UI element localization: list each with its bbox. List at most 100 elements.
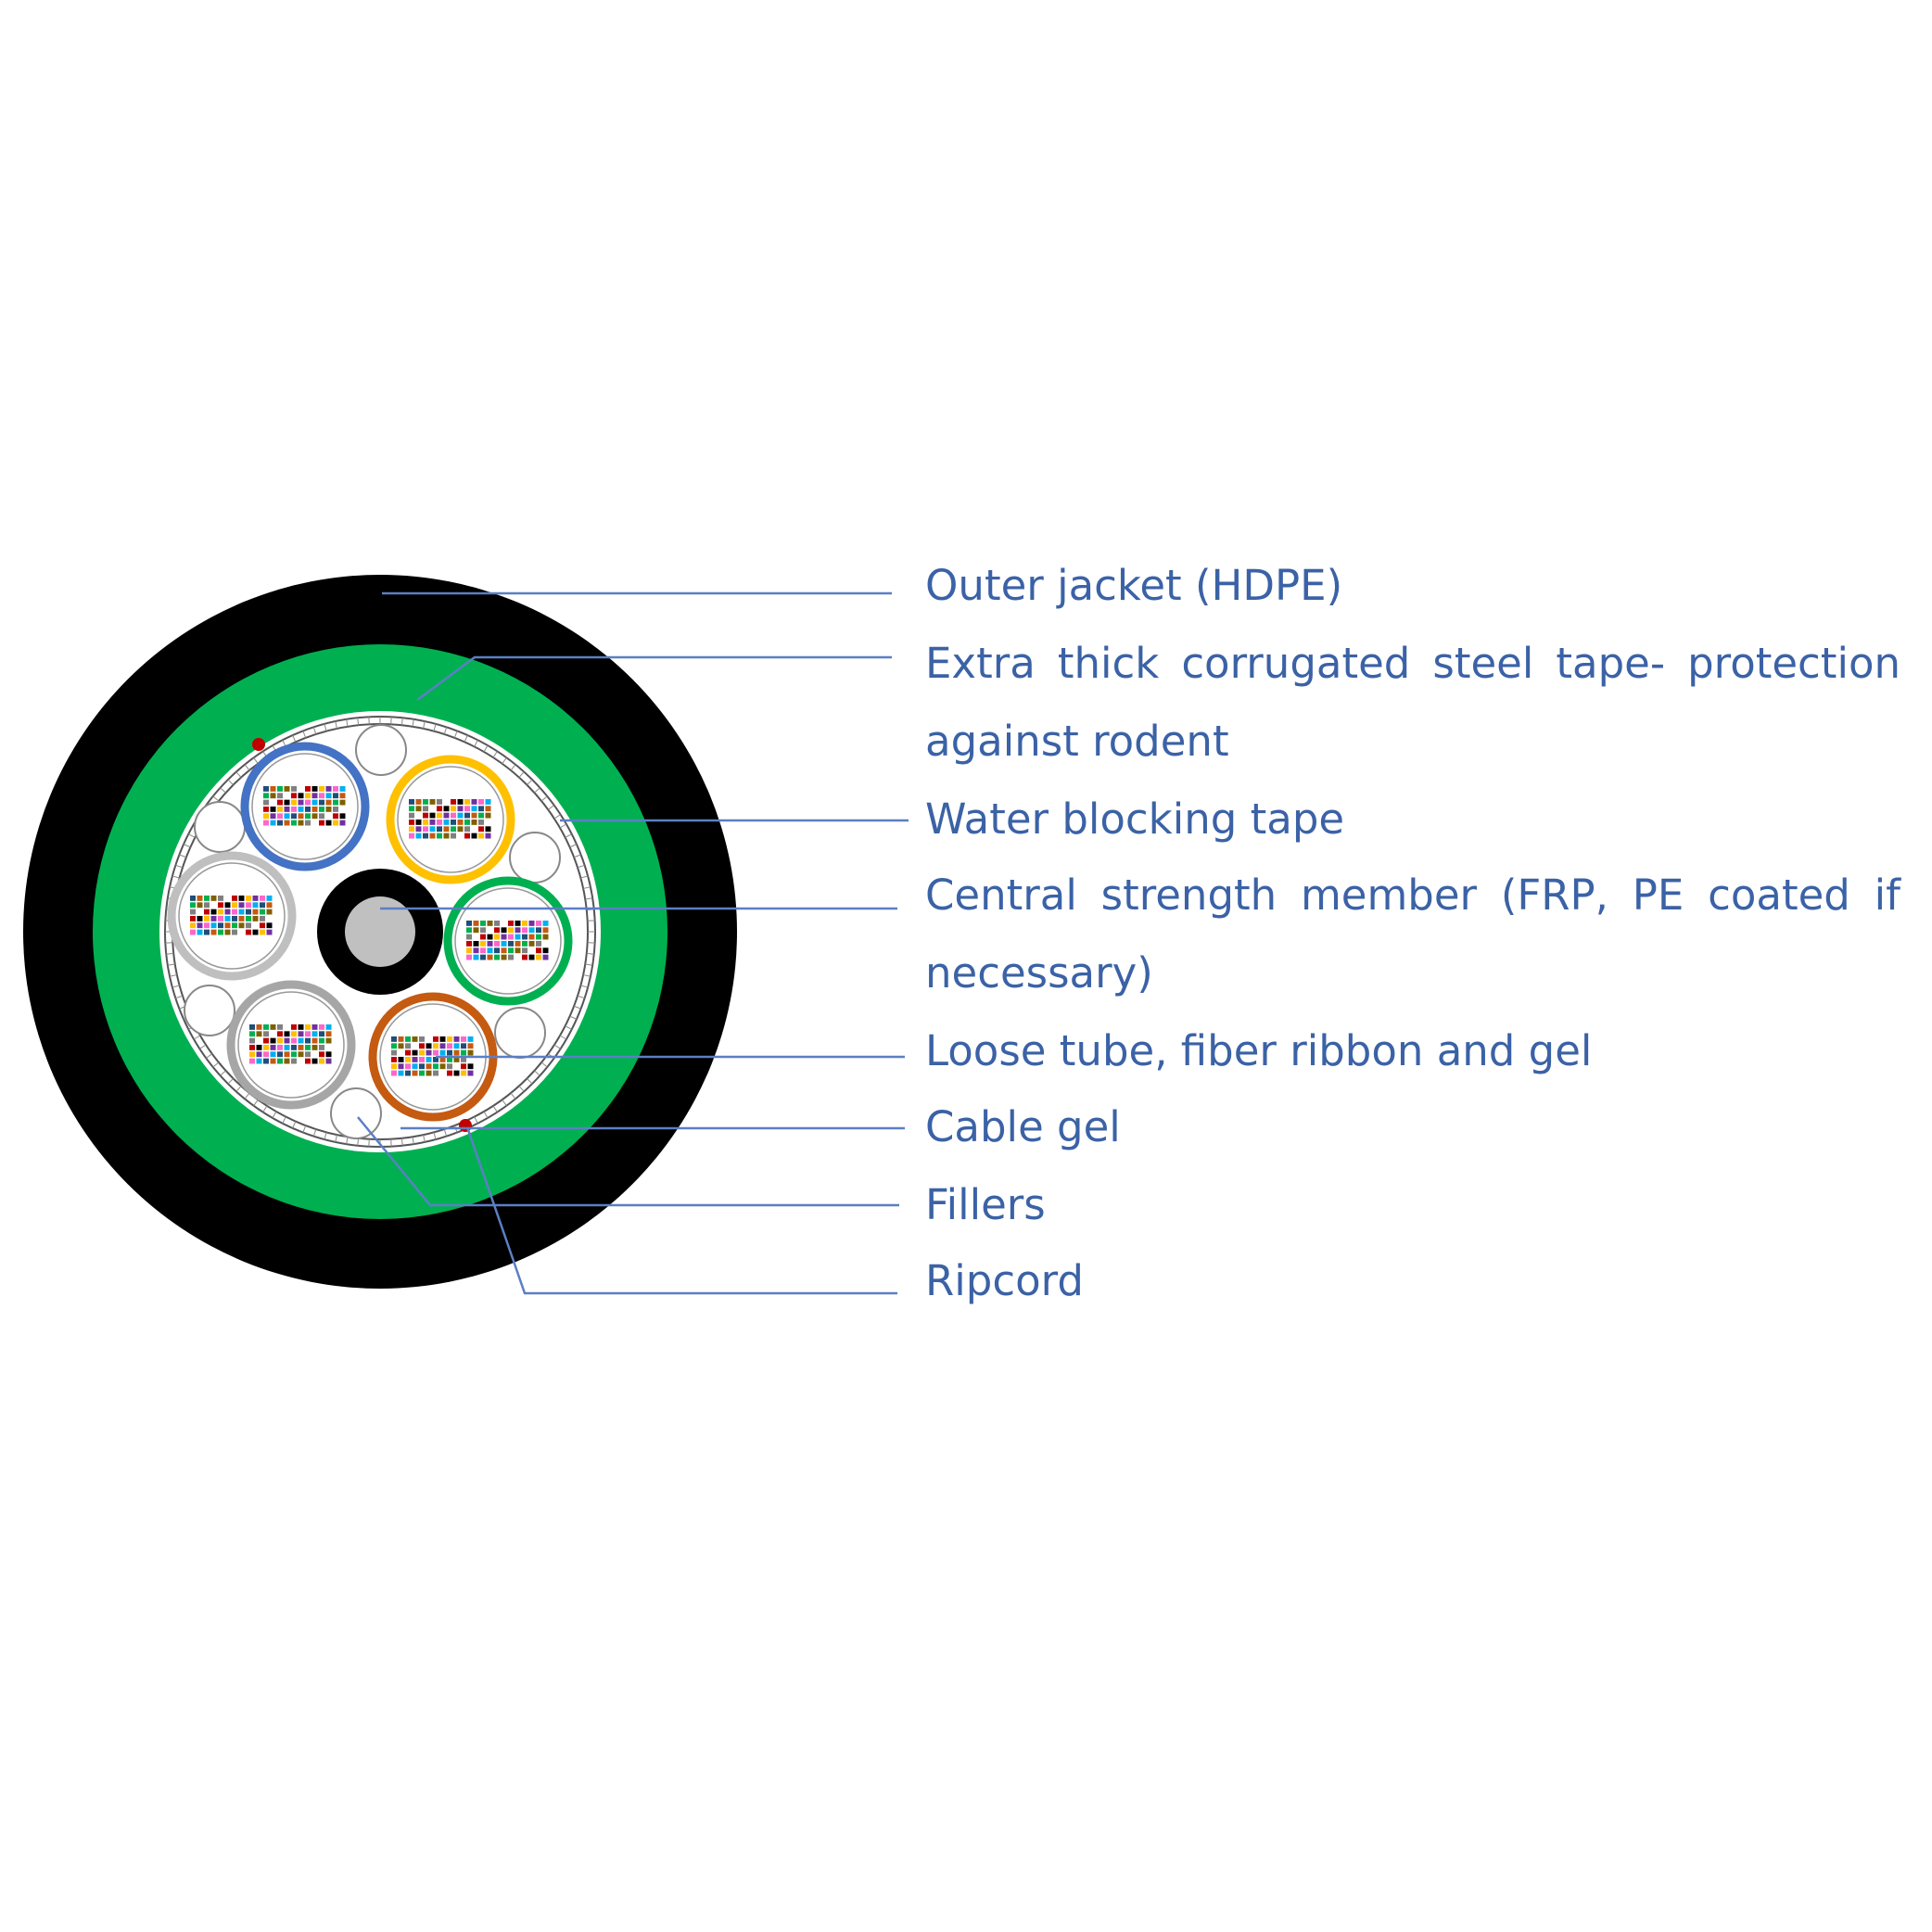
fiber	[487, 954, 493, 960]
gel-tick	[577, 995, 585, 999]
fiber	[480, 954, 486, 960]
gel-tick	[244, 764, 250, 771]
fiber	[426, 1043, 432, 1049]
gel-tick	[474, 1116, 478, 1124]
fiber	[439, 1049, 446, 1056]
fiber	[305, 793, 311, 799]
fiber	[238, 916, 245, 922]
fiber	[260, 896, 265, 901]
fiber-ribbon-stack	[249, 1024, 332, 1064]
fiber	[439, 1057, 446, 1062]
fiber	[190, 916, 196, 922]
fiber	[277, 807, 283, 812]
fiber	[325, 1058, 332, 1064]
fiber	[391, 1070, 397, 1076]
loose-tube-blue	[240, 742, 370, 871]
fiber	[305, 799, 311, 806]
fiber	[429, 833, 436, 839]
fiber	[405, 1070, 411, 1076]
fiber	[270, 1051, 276, 1058]
fiber	[461, 1043, 466, 1049]
fiber	[419, 1063, 425, 1070]
fiber	[284, 793, 290, 799]
gel-tick	[175, 864, 184, 869]
fiber	[256, 1037, 262, 1044]
fiber	[263, 813, 269, 820]
fiber	[305, 786, 311, 792]
gel-tick	[577, 864, 585, 869]
fiber	[260, 929, 265, 935]
fiber	[457, 826, 464, 833]
fiber	[319, 807, 324, 812]
fiber	[515, 927, 521, 934]
fiber	[453, 1070, 460, 1076]
fiber	[528, 954, 535, 960]
fiber	[266, 916, 273, 922]
fiber	[480, 927, 486, 934]
fiber	[325, 813, 332, 820]
fiber	[298, 1031, 304, 1037]
fiber	[480, 947, 486, 954]
fiber	[466, 954, 472, 960]
fiber	[398, 1063, 404, 1070]
fiber	[325, 1045, 332, 1050]
fiber	[210, 909, 217, 915]
gel-tick	[335, 720, 337, 729]
fiber	[439, 1063, 446, 1070]
fiber	[528, 927, 535, 934]
fiber	[291, 820, 297, 826]
fiber	[464, 820, 470, 825]
fiber	[333, 813, 338, 820]
fiber	[405, 1036, 411, 1042]
fiber	[277, 1037, 283, 1044]
fiber	[451, 799, 456, 805]
fiber	[232, 916, 237, 922]
fiber	[291, 793, 297, 799]
fiber	[405, 1049, 411, 1056]
fiber	[409, 799, 414, 805]
fiber	[542, 941, 549, 947]
fiber	[266, 896, 273, 901]
gel-tick	[172, 985, 180, 988]
fiber	[451, 826, 456, 833]
gel-tick	[453, 731, 458, 739]
fiber	[311, 1031, 318, 1037]
gel-tick	[357, 1138, 360, 1146]
fiber	[515, 921, 521, 926]
fiber	[190, 896, 196, 901]
loose-tube-orange	[386, 755, 515, 884]
fiber	[270, 820, 276, 826]
fiber	[412, 1036, 418, 1042]
fiber	[260, 902, 265, 909]
fiber	[409, 806, 414, 812]
fiber	[333, 793, 338, 799]
fiber	[210, 929, 217, 935]
fiber	[466, 947, 472, 954]
fiber	[409, 812, 414, 819]
fiber	[270, 1058, 276, 1064]
fiber	[270, 1045, 276, 1050]
gel-tick	[302, 1125, 307, 1133]
fiber	[311, 1037, 318, 1044]
fiber	[333, 820, 338, 826]
fiber	[190, 902, 196, 909]
fiber	[325, 786, 332, 792]
loose-tube-inner	[454, 887, 562, 995]
fiber	[478, 833, 484, 839]
fiber	[415, 826, 422, 833]
fiber	[398, 1043, 404, 1049]
gel-tick	[502, 757, 507, 765]
fiber	[542, 934, 549, 940]
fiber	[501, 927, 507, 934]
fiber	[319, 1045, 324, 1050]
gel-tick	[483, 1111, 489, 1119]
fiber	[464, 799, 470, 805]
fiber	[197, 902, 203, 909]
fiber	[305, 1037, 311, 1044]
fiber	[485, 820, 491, 825]
fiber	[536, 941, 541, 947]
fiber	[467, 1070, 474, 1076]
fiber	[256, 1045, 262, 1050]
gel-tick	[433, 723, 437, 731]
fiber	[439, 1070, 446, 1076]
